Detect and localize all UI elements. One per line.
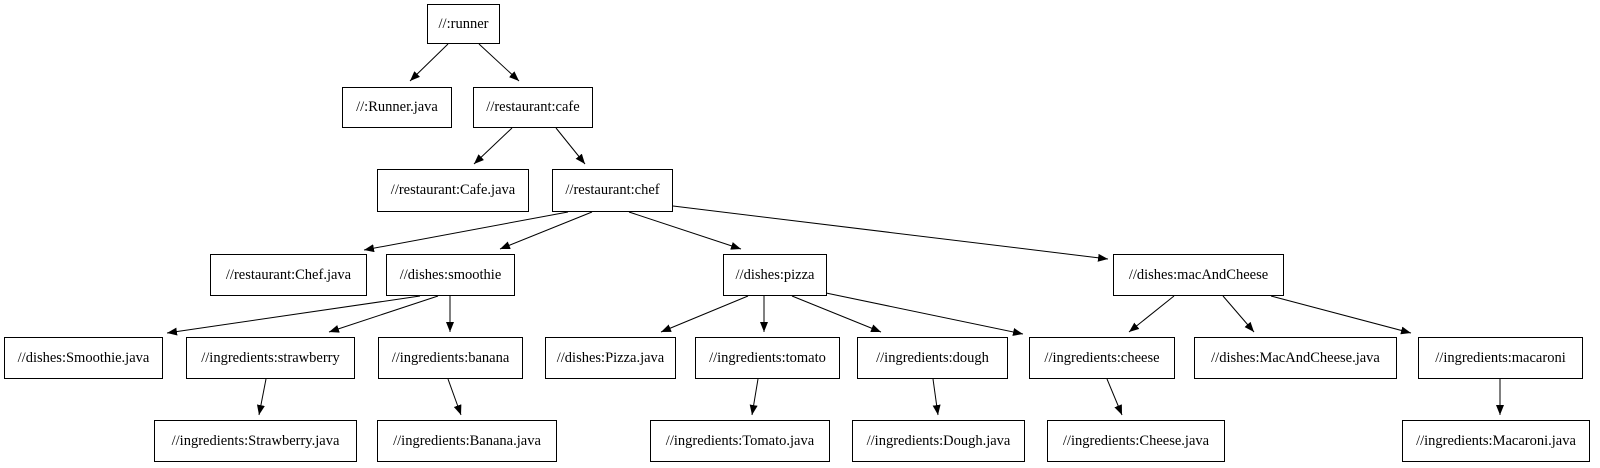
edge-runner-to-cafe: [478, 43, 520, 82]
edge-cafe-to-cafe-java: [473, 127, 513, 165]
edge-smoothie-to-strawberry: [328, 295, 439, 333]
node-macandcheese: //dishes:macAndCheese: [1113, 254, 1284, 296]
edge-chef-to-macandcheese: [672, 205, 1109, 262]
edge-cafe-to-chef: [555, 127, 586, 165]
node-chef-java: //restaurant:Chef.java: [210, 254, 367, 296]
node-strawberry: //ingredients:strawberry: [186, 337, 355, 379]
node-dough: //ingredients:dough: [857, 337, 1008, 379]
edge-strawberry-to-strawberry-java: [256, 378, 267, 416]
node-cafe-java: //restaurant:Cafe.java: [377, 169, 529, 212]
node-tomato: //ingredients:tomato: [695, 337, 840, 379]
node-cheese: //ingredients:cheese: [1029, 337, 1175, 379]
edge-runner-to-runner-java: [409, 43, 449, 82]
node-cheese-java: //ingredients:Cheese.java: [1047, 420, 1225, 462]
node-banana: //ingredients:banana: [378, 337, 523, 379]
node-smoothie-java: //dishes:Smoothie.java: [4, 337, 163, 379]
edge-macandcheese-to-macandcheese-java: [1222, 295, 1255, 333]
node-cafe: //restaurant:cafe: [473, 87, 593, 128]
node-macaroni: //ingredients:macaroni: [1418, 337, 1583, 379]
node-pizza-java: //dishes:Pizza.java: [545, 337, 676, 379]
edge-chef-to-pizza: [628, 211, 742, 250]
node-banana-java: //ingredients:Banana.java: [377, 420, 557, 462]
node-macaroni-java: //ingredients:Macaroni.java: [1402, 420, 1590, 462]
edge-chef-to-chef-java: [363, 211, 569, 253]
edge-macandcheese-to-macaroni: [1270, 295, 1412, 335]
node-runner-java: //:Runner.java: [342, 87, 452, 128]
node-runner: //:runner: [427, 4, 500, 44]
node-pizza: //dishes:pizza: [723, 254, 827, 296]
edge-smoothie-to-smoothie-java: [166, 295, 421, 336]
node-smoothie: //dishes:smoothie: [386, 254, 515, 296]
node-strawberry-java: //ingredients:Strawberry.java: [154, 420, 357, 462]
node-chef: //restaurant:chef: [552, 169, 673, 212]
node-macandcheese-java: //dishes:MacAndCheese.java: [1194, 337, 1397, 379]
edge-dough-to-dough-java: [932, 378, 941, 416]
node-tomato-java: //ingredients:Tomato.java: [650, 420, 830, 462]
edge-cheese-to-cheese-java: [1106, 378, 1123, 416]
edge-macandcheese-to-cheese: [1128, 295, 1175, 333]
edge-chef-to-smoothie: [499, 211, 593, 250]
edge-pizza-to-dough: [791, 295, 882, 333]
node-dough-java: //ingredients:Dough.java: [852, 420, 1025, 462]
edge-pizza-to-pizza-java: [660, 295, 749, 333]
edge-banana-to-banana-java: [447, 378, 462, 416]
edge-tomato-to-tomato-java: [749, 378, 759, 416]
edge-pizza-to-cheese: [825, 292, 1024, 336]
